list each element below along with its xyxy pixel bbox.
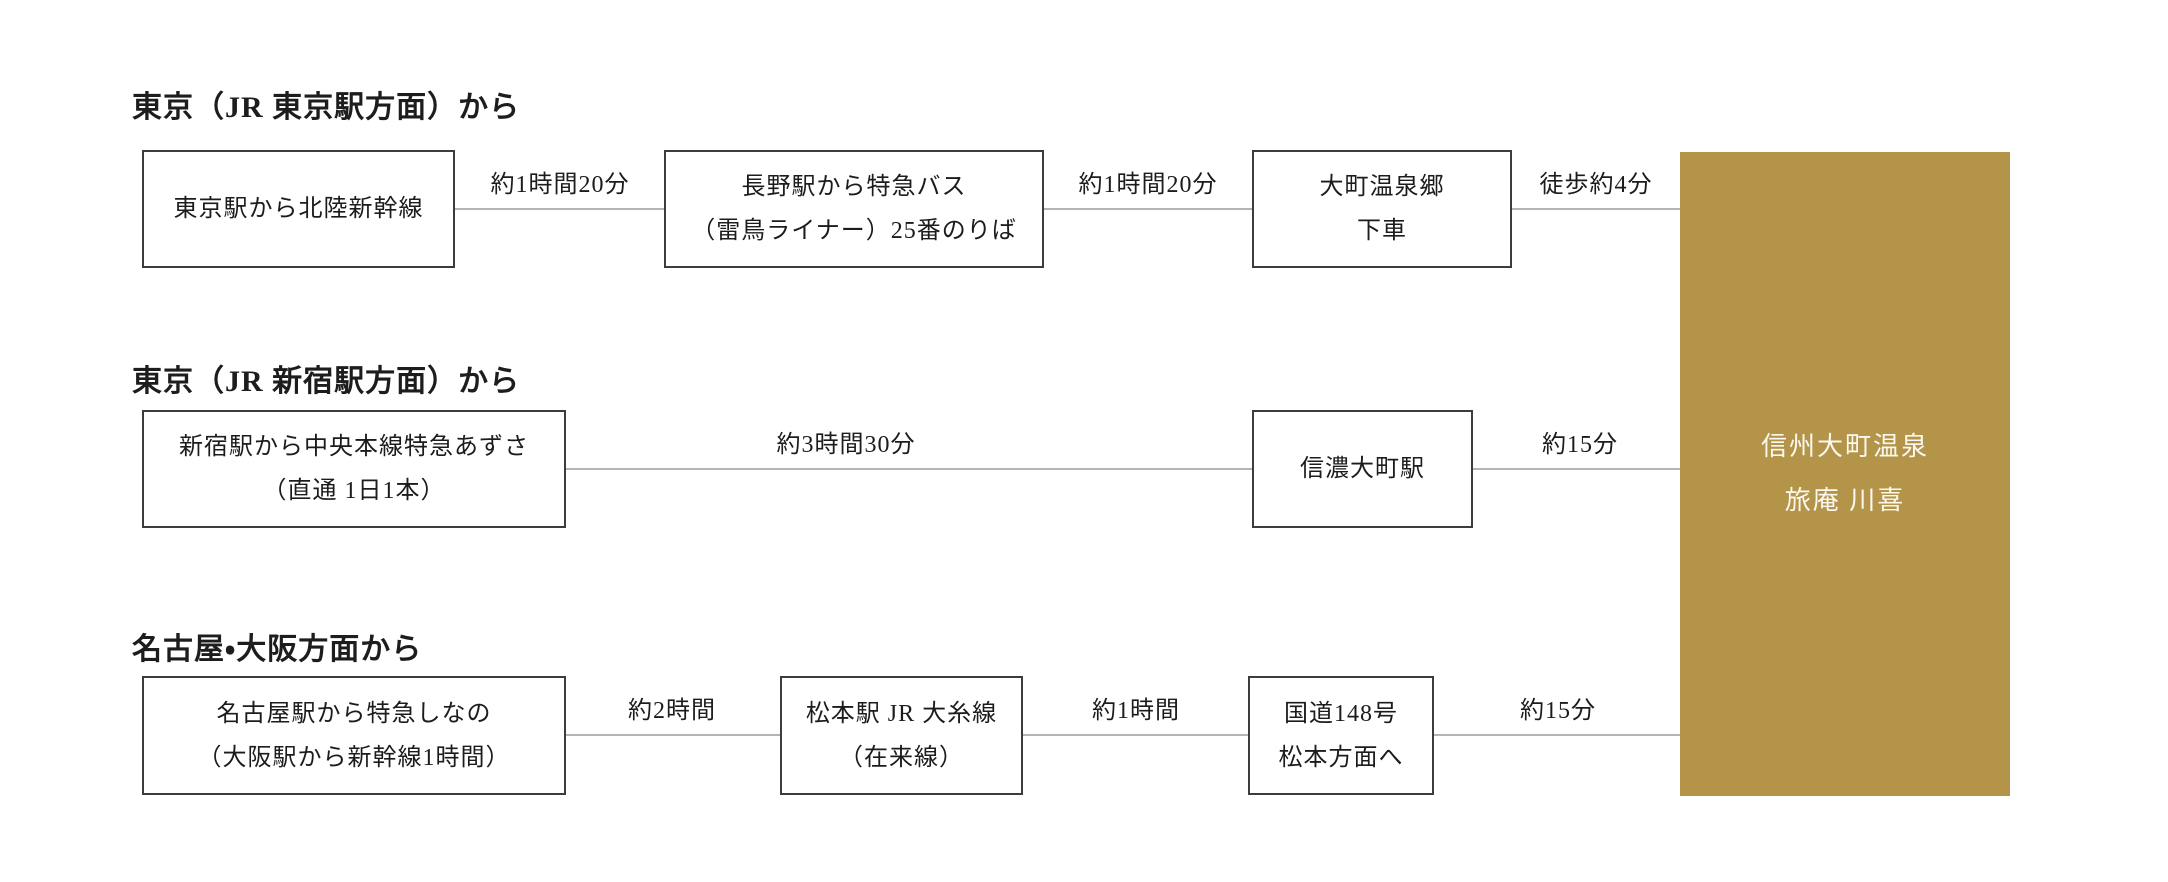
route-box-omachi-onsenkyo: 大町温泉郷 下車 <box>1252 150 1512 268</box>
route-box-text: 東京駅から北陸新幹線 <box>173 196 424 222</box>
route-box-route-148: 国道148号 松本方面へ <box>1248 676 1434 795</box>
destination-name-line1: 信州大町温泉 <box>1760 432 1929 461</box>
destination-box: 信州大町温泉 旅庵 川喜 <box>1680 152 2010 796</box>
route-box-text: （雷鳥ライナー）25番のりば <box>691 218 1017 244</box>
duration-label: 約1時間20分 <box>1078 172 1218 198</box>
duration-label: 約15分 <box>1520 698 1596 724</box>
route-box-text: （在来線） <box>839 744 964 771</box>
duration-label: 約3時間30分 <box>776 432 916 458</box>
connector-line <box>566 734 1680 736</box>
route-box-nagano-bus: 長野駅から特急バス （雷鳥ライナー）25番のりば <box>664 150 1044 268</box>
route-box-text: （大阪駅から新幹線1時間） <box>197 744 511 771</box>
route-box-text: 松本駅 JR 大糸線 <box>805 700 998 727</box>
connector-line <box>455 208 1680 210</box>
route-box-text: 名古屋駅から特急しなの <box>216 700 492 727</box>
section-heading-tokyo-station: 東京（JR 東京駅方面）から <box>132 91 521 124</box>
route-box-text: 下車 <box>1357 218 1407 244</box>
section-heading-nagoya-osaka: 名古屋・大阪方面から <box>132 633 423 666</box>
duration-label: 約1時間20分 <box>490 172 630 198</box>
duration-label: 約15分 <box>1542 432 1618 458</box>
route-box-hokuriku-shinkansen: 東京駅から北陸新幹線 <box>142 150 455 268</box>
duration-label: 約2時間 <box>628 698 716 724</box>
route-box-text: 大町温泉郷 <box>1319 174 1445 200</box>
connector-line <box>566 468 1680 470</box>
route-box-matsumoto-oito-line: 松本駅 JR 大糸線 （在来線） <box>780 676 1023 795</box>
route-box-text: 新宿駅から中央本線特急あずさ <box>179 434 529 460</box>
destination-name-line2: 旅庵 川喜 <box>1784 486 1906 515</box>
section-heading-shinjuku-station: 東京（JR 新宿駅方面）から <box>132 365 521 398</box>
duration-label: 約1時間 <box>1092 698 1180 724</box>
route-box-text: 信濃大町駅 <box>1300 456 1425 482</box>
duration-label: 徒歩約4分 <box>1539 172 1653 198</box>
route-box-shinano-express: 名古屋駅から特急しなの （大阪駅から新幹線1時間） <box>142 676 566 795</box>
route-box-text: 松本方面へ <box>1278 744 1404 771</box>
route-box-text: 国道148号 <box>1284 700 1398 727</box>
route-box-text: 長野駅から特急バス <box>741 174 967 200</box>
route-box-text: （直通 1日1本） <box>262 478 446 504</box>
route-box-azusa-express: 新宿駅から中央本線特急あずさ （直通 1日1本） <box>142 410 566 528</box>
route-box-shinano-omachi-station: 信濃大町駅 <box>1252 410 1473 528</box>
